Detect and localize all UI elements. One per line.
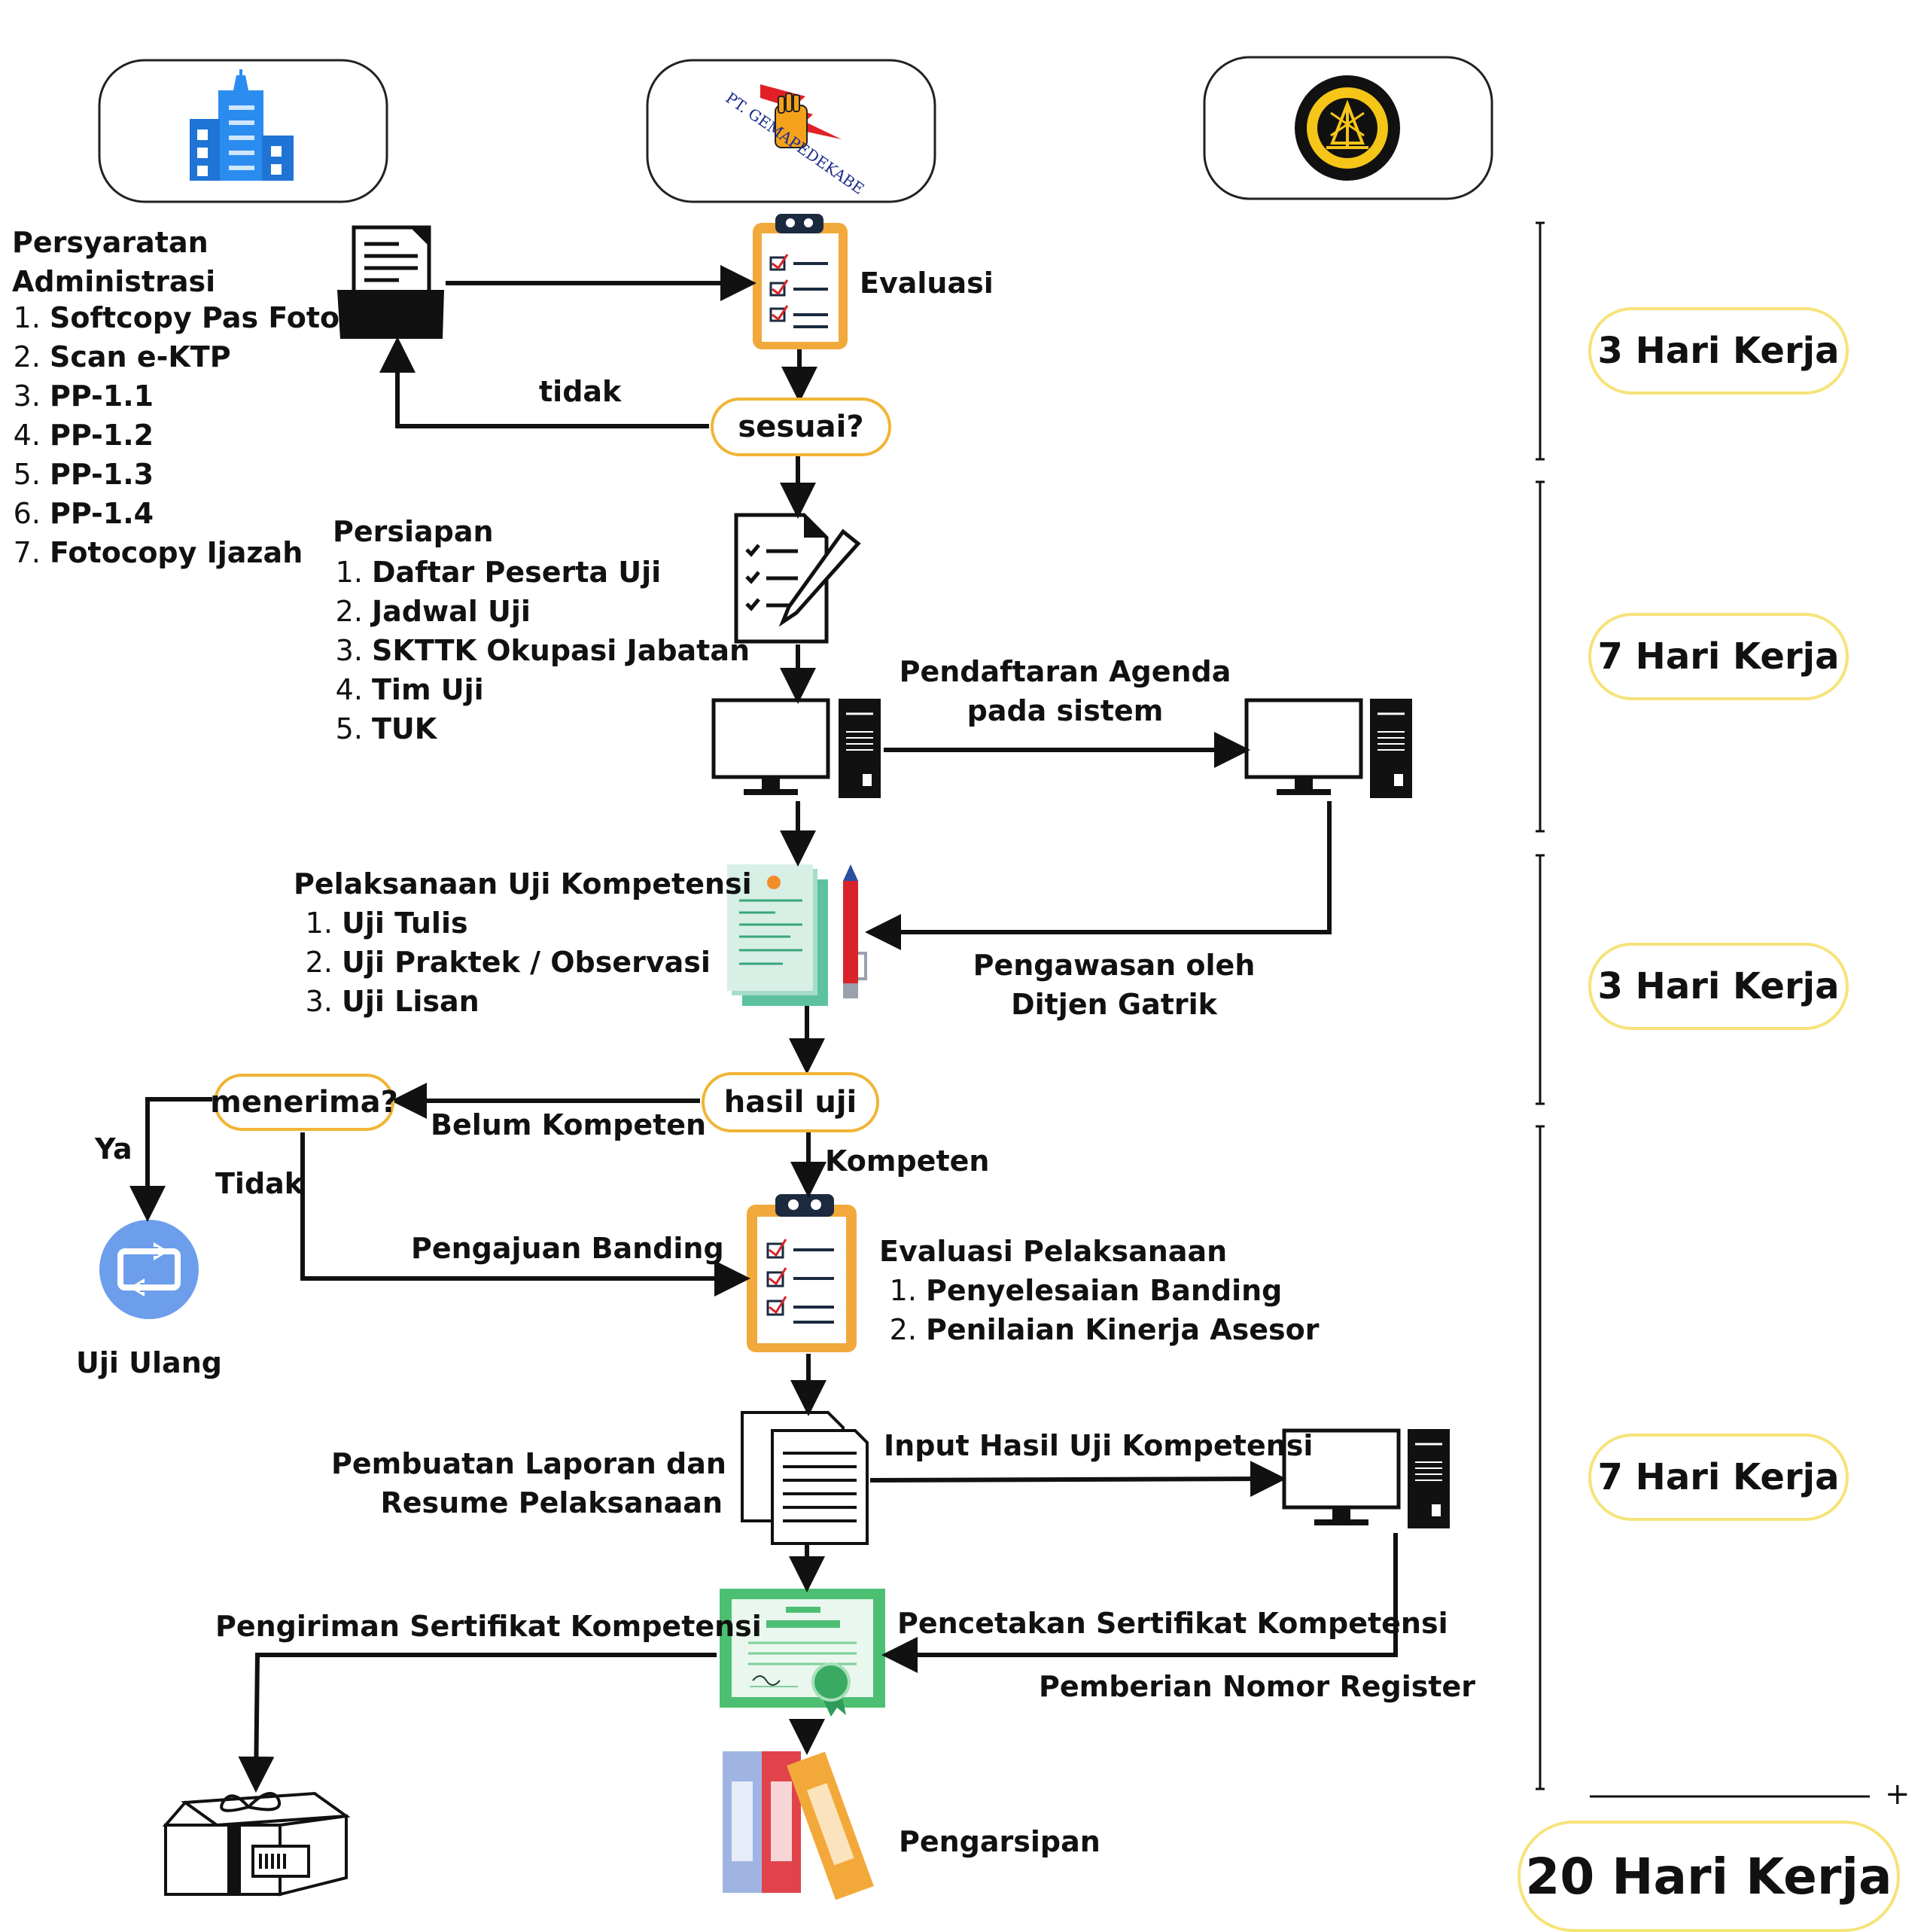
laporan-label: Pembuatan Laporan dan Resume Pelaksanaan <box>331 1447 726 1519</box>
evaluasi-label: Evaluasi <box>860 267 994 300</box>
list-item: PP-1.1 <box>50 376 339 416</box>
list-item: Penilaian Kinerja Asesor <box>926 1310 1320 1349</box>
timeline-lines <box>1536 221 1870 1798</box>
arrow-pengajuan-banding <box>300 1132 750 1297</box>
pengawasan-label: Pengawasan oleh Ditjen Gatrik <box>973 949 1256 1021</box>
pengarsipan-label: Pengarsipan <box>899 1825 1100 1858</box>
list-item: Daftar Peserta Uji <box>372 553 750 592</box>
list-item: SKTTK Okupasi Jabatan <box>372 631 750 670</box>
pendaftaran-agenda-label: Pendaftaran Agenda pada sistem <box>899 655 1231 727</box>
tidak-label: tidak <box>539 375 622 408</box>
list-item: Penyelesaian Banding <box>926 1271 1320 1310</box>
list-item: Jadwal Uji <box>372 592 750 631</box>
list-item: Scan e-KTP <box>50 337 339 376</box>
admin-requirements-list: Softcopy Pas Foto Scan e-KTP PP-1.1 PP-1… <box>3 298 339 572</box>
computer-icon-esdm-1 <box>1244 698 1412 798</box>
company-building-icon <box>190 69 294 181</box>
arrow-tidak-to-folder <box>379 337 709 428</box>
list-item: Uji Tulis <box>342 904 711 943</box>
package-box-icon <box>162 1791 351 1897</box>
list-item: Tim Uji <box>372 670 750 709</box>
list-item: PP-1.2 <box>50 416 339 455</box>
list-item: Uji Praktek / Observasi <box>342 943 711 982</box>
computer-icon-pt <box>711 698 881 798</box>
phase-badge-3: 3 Hari Kerja <box>1588 943 1849 1030</box>
computer-icon-esdm-2 <box>1282 1428 1450 1528</box>
persiapan-title: Persiapan <box>333 515 494 548</box>
ya-label: Ya <box>95 1132 132 1166</box>
pengajuan-banding-label: Pengajuan Banding <box>411 1232 724 1265</box>
belum-kompeten-label: Belum Kompeten <box>431 1108 707 1141</box>
evaluation-clipboard-icon-2 <box>747 1194 857 1352</box>
arrow-ya-to-uji-ulang <box>129 1097 212 1222</box>
kompeten-label: Kompeten <box>825 1144 990 1178</box>
plus-sign: + <box>1885 1777 1910 1812</box>
archive-binders-icon <box>723 1751 874 1900</box>
phase-badge-2: 7 Hari Kerja <box>1588 613 1849 700</box>
pencetakan-label: Pencetakan Sertifikat Kompetensi <box>897 1607 1448 1640</box>
evaluasi-pelaksanaan-title: Evaluasi Pelaksanaan <box>879 1235 1228 1268</box>
list-item: Softcopy Pas Foto <box>50 298 339 337</box>
uji-ulang-label: Uji Ulang <box>76 1346 222 1379</box>
list-item: Fotocopy Ijazah <box>50 533 339 572</box>
tidak-banding-label: Tidak <box>215 1167 304 1200</box>
exam-papers-icon <box>727 864 867 1006</box>
list-item: PP-1.3 <box>50 455 339 494</box>
arrow-pengiriman <box>238 1653 717 1793</box>
evaluasi-pelaksanaan-list: Penyelesaian Banding Penilaian Kinerja A… <box>879 1271 1320 1349</box>
report-documents-icon <box>741 1411 869 1545</box>
pelaksanaan-title: Pelaksanaan Uji Kompetensi <box>294 867 752 900</box>
total-days-badge: 20 Hari Kerja <box>1518 1821 1900 1932</box>
decision-menerima: menerima? <box>210 1074 398 1131</box>
persiapan-list: Daftar Peserta Uji Jadwal Uji SKTTK Okup… <box>325 553 750 748</box>
connectors <box>129 265 1398 1793</box>
decision-hasil-uji: hasil uji <box>702 1072 879 1132</box>
pemberian-nomor-label: Pemberian Nomor Register <box>1039 1670 1476 1703</box>
phase-badge-1: 3 Hari Kerja <box>1588 307 1849 395</box>
list-item: PP-1.4 <box>50 494 339 533</box>
arrow-pengawasan <box>865 801 1332 950</box>
arrow-pencetakan <box>881 1533 1398 1673</box>
evaluation-clipboard-icon <box>753 214 848 349</box>
checklist-pen-icon <box>734 513 861 644</box>
retry-icon <box>99 1220 199 1319</box>
input-hasil-label: Input Hasil Uji Kompetensi <box>884 1429 1314 1462</box>
pengiriman-label: Pengiriman Sertifikat Kompetensi <box>215 1610 762 1643</box>
arrow-input-hasil <box>869 1461 1286 1498</box>
certificate-icon <box>720 1589 885 1717</box>
list-item: TUK <box>372 709 750 748</box>
esdm-ministry-logo <box>1295 75 1400 181</box>
pelaksanaan-list: Uji Tulis Uji Praktek / Observasi Uji Li… <box>295 904 711 1021</box>
list-item: Uji Lisan <box>342 982 711 1021</box>
document-folder-icon <box>337 225 444 339</box>
admin-requirements-title: Persyaratan Administrasi <box>12 226 216 298</box>
decision-sesuai: sesuai? <box>711 398 891 456</box>
phase-badge-4: 7 Hari Kerja <box>1588 1434 1849 1521</box>
